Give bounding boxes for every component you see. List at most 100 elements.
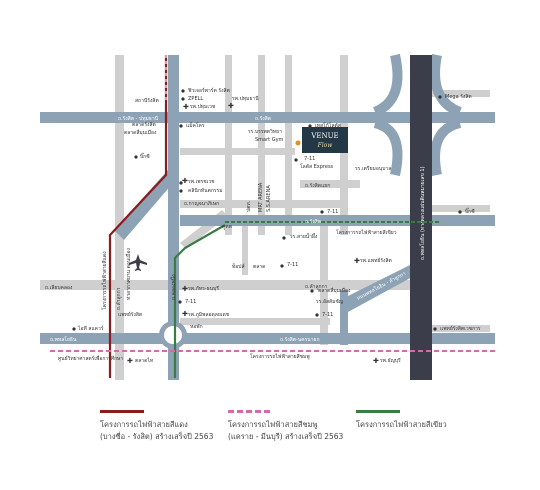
pink-project-label: โครงการรถไฟฟ้าสายสีชมพู (250, 353, 310, 360)
place-bottom-right: แพทย์รังสิตเวชการ (440, 325, 481, 332)
highway-phahonyothin (410, 55, 432, 380)
road-right-short-v (340, 290, 348, 345)
highway-interchange-left2 (373, 118, 403, 177)
road-grey-v2 (225, 55, 232, 235)
road-label-small: ถ.รังสิตแยก (305, 182, 330, 189)
place-hyper: รพ.ภัทร-ธนบุรี (188, 285, 219, 292)
place-dots (72, 89, 462, 331)
hospital-icon: ✚ (354, 257, 360, 265)
hospital-icon: ✚ (127, 357, 133, 365)
place-school-left: ไอที สแควร์ (77, 325, 104, 332)
road-diag-left (114, 170, 179, 240)
main-roads (40, 55, 495, 380)
road-diag-right (340, 265, 414, 312)
road-label-mid: ถ.รังสิต (305, 218, 321, 225)
airplane-icon (129, 254, 147, 271)
place-market2: ตลาดสี่มุมเมือง (124, 129, 157, 136)
green-line (173, 221, 440, 378)
road-mid-h (180, 215, 495, 226)
hospital-icon: ✚ (182, 177, 188, 185)
place-future-park: ฟิวเจอร์พาร์ค รังสิต (188, 87, 230, 94)
place-science: ศูนย์วิทยาศาสตร์เพื่อการศึกษา (58, 355, 123, 362)
hospital-icons: ✚ ✚ ✚ ✚ ✚ ✚ ✚ ✚ (127, 102, 379, 365)
place-hospital-top2: รพ.ปทุมธานี (232, 95, 259, 102)
road-grey-h5 (180, 318, 330, 325)
legend-red: โครงการรถไฟฟ้าสายสีแดง (บางซื่อ - รังสิต… (100, 410, 213, 443)
place-hosp-bottom: รพ.ธัญบุรี (380, 357, 401, 364)
venue-sub: Flow (317, 142, 334, 149)
road-label-left-mid: ถ.เลียบคลอง (45, 284, 73, 291)
legend-red-title: โครงการรถไฟฟ้าสายสีแดง (100, 420, 188, 429)
road-grey-v1 (115, 55, 124, 380)
hospital-icon: ✚ (182, 310, 188, 318)
place-labels: ฟิวเจอร์พาร์ค รังสิต ZPELL รพ.ปทุมเวช รพ… (58, 87, 481, 364)
venue-marker: VENUE Flow (295, 127, 348, 153)
venue-pin (295, 140, 301, 146)
road-grey-h3 (180, 148, 295, 155)
place-lotus-express: โลตัส Express (300, 163, 334, 170)
road-label-lower-left: ถ.พหลโยธิน (50, 336, 77, 343)
place-doctor: รพ.เพรชเวช (188, 179, 215, 185)
place-airport: ท่าอากาศยาน ดอนเมือง (125, 248, 132, 300)
road-grey-h8 (430, 90, 490, 97)
place-mega: Mega รังสิต (445, 93, 472, 100)
road-label-lower: ถ.รังสิต-นครนายก (280, 336, 319, 343)
red-project-label: โครงการรถไฟฟ้าสายสีแดง (101, 251, 108, 310)
place-hospital-top: รพ.ปทุมเวช (190, 104, 216, 110)
place-school-top: รร.บรรพตวิทยา (248, 128, 282, 135)
road-grey-h7 (430, 205, 490, 212)
road-label-mid-right: ถ.ลำลูกกา (305, 284, 328, 290)
place-mkt3: ตลาด (253, 264, 265, 270)
green-line-path (173, 224, 226, 378)
place-mrt: MRT ARENA (258, 182, 264, 212)
place-zpell: ZPELL (188, 96, 203, 102)
place-rangsit-mkt: ตลาดรังสิต (132, 121, 156, 128)
red-line-path (108, 55, 168, 378)
venue-box (302, 127, 348, 153)
legend-pink: โครงการรถไฟฟ้าสายสีชมพู (แคราย - มีนบุรี… (228, 410, 343, 443)
highway-interchange-right (430, 54, 463, 117)
hospital-icon: ✚ (228, 102, 234, 110)
place-big-c: บิ๊กซี (140, 152, 150, 160)
place-bottom-mkt: ตลาดไท (135, 357, 153, 364)
place-bigc-right: บิ๊กซี (465, 207, 475, 215)
highway-interchange-right2 (430, 118, 462, 176)
road-label-kanchana: ถ.กาญจนาภิเษก (184, 200, 219, 207)
place-tops: ท็อปส์ (232, 262, 245, 270)
hospital-icon: ✚ (373, 357, 379, 365)
place-seven: 7-11 (304, 156, 315, 162)
road-label-v-left: ถ.ลำลูกกา (116, 287, 122, 310)
legend-green-swatch (356, 410, 400, 413)
road-label-top: ถ.รังสิต - ปทุมธานี (118, 115, 159, 122)
road-grey-h1 (40, 280, 410, 290)
legend-green-title: โครงการรถไฟฟ้าสายสีเขียว (356, 420, 447, 429)
road-grey-h6 (430, 325, 490, 332)
place-mall-left: แพทย์รังสิต (118, 311, 142, 318)
red-line (108, 55, 168, 378)
highway-label: ถ.พหลโยธิน (ทางหลวงแผ่นดินหมายเลข 1) (419, 166, 426, 260)
place-school-right: รร.อัสสัมชัญ (316, 299, 343, 305)
legend-red-sub: (บางซื่อ - รังสิต) สร้างเสร็จปี 2563 (100, 432, 214, 441)
legend-red-swatch (100, 410, 144, 413)
green-project-label: โครงการรถไฟฟ้าสายสีเขียว (336, 229, 397, 236)
highway-interchange-left (372, 53, 403, 117)
road-label-v-mid: ถ.คลองหนึ่ง (170, 274, 177, 300)
place-seven4: 7-11 (185, 299, 196, 305)
place-nakorn: รพ.แพทย์รังสิต (360, 257, 392, 264)
hospital-icon: ✚ (183, 103, 189, 111)
place-school-mid: รร.สายน้ำผึ้ง (290, 231, 318, 240)
place-hosp-small: คลินิกทันตกรรม (188, 187, 223, 194)
place-lotus-top: เทสโก้โลตัส (315, 122, 341, 129)
road-label-top2: ถ.รังสิต (255, 115, 271, 122)
place-cosmo: ตลาดสี่มุมเมือง (318, 287, 351, 294)
road-lower-h (40, 333, 495, 344)
road-grey-v4 (285, 55, 292, 235)
place-hosp-mid: รพ.ภูมิพลอดุลยเดช (188, 311, 230, 318)
roundabout-center (164, 326, 182, 344)
place-smartgym: Smart Gym (255, 137, 284, 143)
hospital-icon: ✚ (182, 285, 188, 293)
legend-pink-sub: (แคราย - มีนบุรี) สร้างเสร็จปี 2563 (228, 432, 344, 441)
place-seven2: 7-11 (327, 209, 338, 215)
place-ptt: ปตท. (246, 200, 252, 212)
